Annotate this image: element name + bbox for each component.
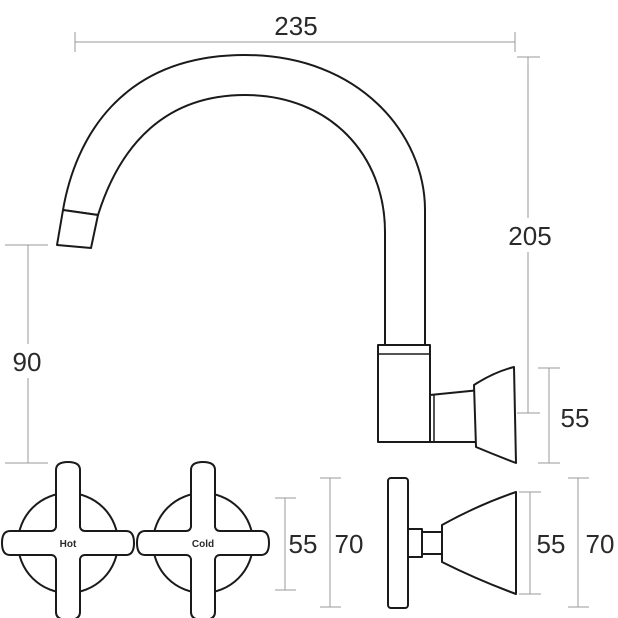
handle-side-view [387,477,517,609]
dim-handle-inner-left-label: 55 [289,529,318,559]
dim-body-height-label: 55 [561,403,590,433]
lever-handle-side [473,366,517,464]
dim-body-height: 55 [538,367,590,464]
dim-spout-reach: 235 [74,11,516,52]
dim-handle-outer-right-label: 70 [586,529,615,559]
dim-handle-outer-left-label: 70 [335,529,364,559]
dim-handle-inner-right-label: 55 [537,529,566,559]
dim-spout-height-label: 205 [508,221,551,251]
dim-spout-height: 205 [504,56,556,414]
spout [56,54,426,346]
spout-outlet [56,209,99,249]
hot-label: Hot [60,539,77,550]
cold-handle: Cold [136,461,270,618]
cold-label: Cold [192,539,214,550]
tap-body-side [377,344,517,464]
dim-handle-right: 55 70 [519,477,615,608]
lever-handle-side-lower [441,491,517,595]
dim-handle-left: 55 70 [275,477,364,608]
dim-outlet-height: 90 [5,244,48,464]
dim-spout-reach-label: 235 [274,11,317,41]
dim-outlet-height-label: 90 [13,347,42,377]
hot-handle: Hot [1,461,135,618]
